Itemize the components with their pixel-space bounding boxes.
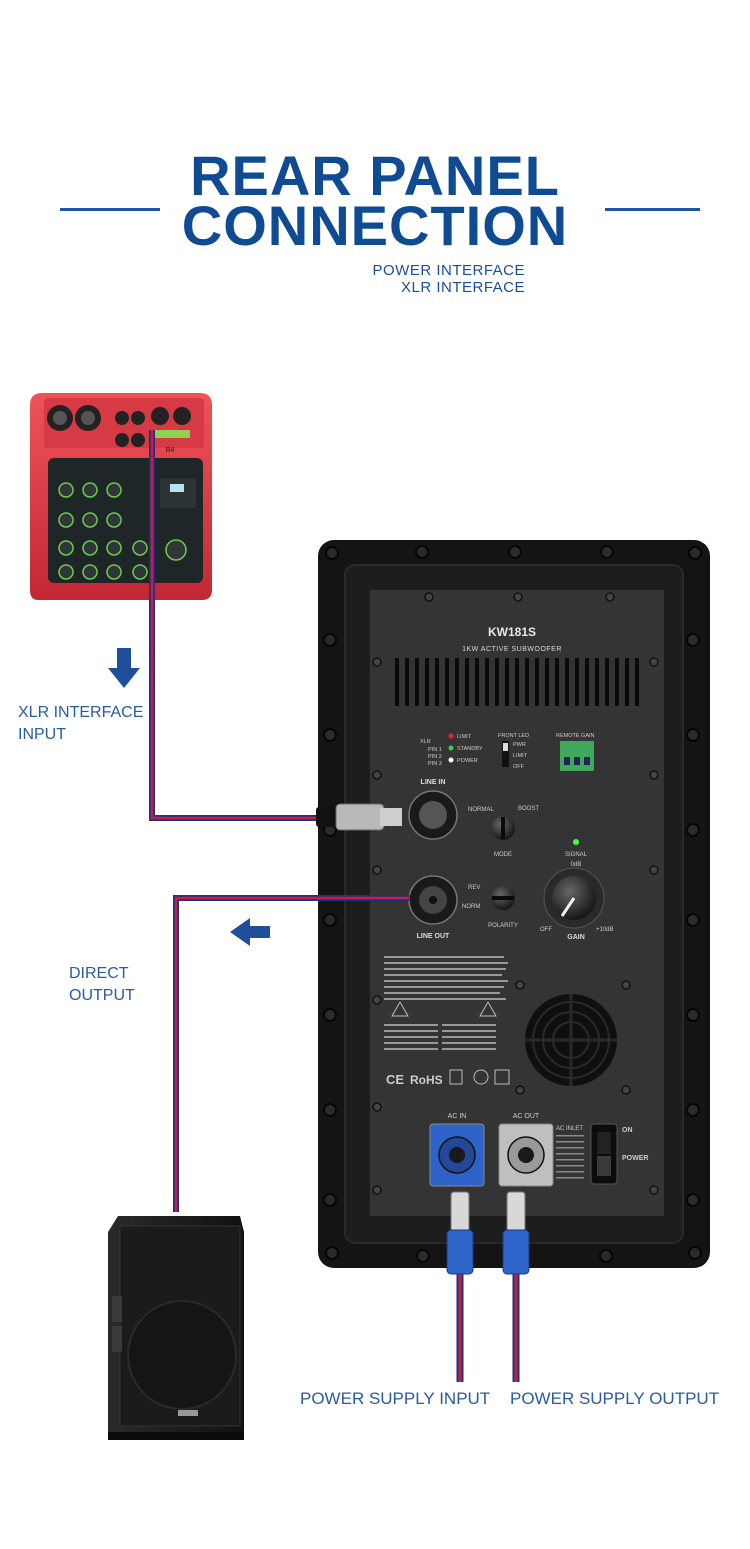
title-rule-right <box>605 208 700 211</box>
mode-label: MODE <box>494 852 512 858</box>
limit2-label: LIMIT <box>513 753 528 759</box>
limit-led <box>448 733 454 739</box>
cables <box>149 430 530 1382</box>
arrow-down-icon <box>108 648 140 688</box>
power-supply-input-label: POWER SUPPLY INPUT <box>300 1389 491 1408</box>
front-led-switch[interactable] <box>502 741 509 767</box>
remote-gain-terminal[interactable] <box>560 741 594 771</box>
ac-out-label: AC OUT <box>513 1113 540 1120</box>
ac-in-label: AC IN <box>448 1113 467 1120</box>
xlr-pin-label: XLR <box>420 739 431 745</box>
pin1-label: PIN 1 <box>428 747 442 753</box>
pwr-label: PWR <box>513 742 526 748</box>
gain-label: GAIN <box>567 934 585 941</box>
signal-led <box>573 839 579 845</box>
ce-mark: CE <box>386 1072 404 1087</box>
power-led <box>448 757 454 763</box>
limit-label: LIMIT <box>457 734 472 740</box>
off-label: OFF <box>513 764 525 770</box>
title-line-2: CONNECTION <box>181 194 569 257</box>
title-line-1: REAR PANEL <box>190 144 560 207</box>
power-supply-output-label: POWER SUPPLY OUTPUT <box>510 1389 720 1408</box>
mixer-model: B4 <box>166 447 175 454</box>
panel-model: KW181S <box>488 625 536 639</box>
arrow-left-icon <box>230 918 270 946</box>
norm-label: NORM <box>462 904 480 910</box>
rev-label: REV <box>468 885 480 891</box>
xlr-input-plug <box>316 807 338 827</box>
polarity-label: POLARITY <box>488 923 518 929</box>
subtitle-line-2: XLR INTERFACE <box>400 279 525 296</box>
pin3-label: PIN 3 <box>428 761 442 767</box>
standby-led <box>448 745 454 751</box>
ac-inlet-label: AC INLET <box>556 1126 583 1132</box>
boost-label: BOOST <box>518 806 539 812</box>
gain-off-label: OFF <box>540 927 552 933</box>
signal-label: SIGNAL <box>565 852 588 858</box>
front-led-label: FRONT LED <box>498 733 529 739</box>
rear-panel: KW181S 1KW ACTIVE SUBWOOFER XLR PIN 1 PI… <box>318 540 710 1268</box>
title-rule-left <box>60 208 160 211</box>
power-input-plug <box>450 1191 470 1233</box>
normal-label: NORMAL <box>468 807 494 813</box>
gain-plus10db-label: +10dB <box>596 927 614 933</box>
odb-label: 0dB <box>571 862 582 868</box>
line-in-label: LINE IN <box>421 779 446 786</box>
pin2-label: PIN 2 <box>428 754 442 760</box>
weee-icon <box>449 1069 463 1085</box>
speaker-device <box>108 1216 244 1440</box>
subtitle-line-1: POWER INTERFACE <box>372 262 525 279</box>
cert-mark-2-icon <box>494 1069 510 1085</box>
power-led-label: POWER <box>457 758 478 764</box>
direct-output-label: DIRECT OUTPUT <box>69 965 135 1004</box>
standby-label: STANDBY <box>457 746 483 752</box>
cert-mark-icon <box>473 1069 489 1085</box>
rohs-mark: RoHS <box>410 1073 443 1087</box>
mixer-device: B4 <box>30 393 212 600</box>
xlr-interface-input-label: XLR INTERFACE INPUT <box>18 704 144 743</box>
xlr-input-plug-body <box>335 803 385 831</box>
power-output-plug <box>506 1191 526 1233</box>
panel-description: 1KW ACTIVE SUBWOOFER <box>462 646 562 653</box>
power-switch-label: POWER <box>622 1155 648 1162</box>
remote-gain-label: REMOTE GAIN <box>556 733 595 739</box>
on-label: ON <box>622 1127 633 1134</box>
line-out-label: LINE OUT <box>417 933 450 940</box>
